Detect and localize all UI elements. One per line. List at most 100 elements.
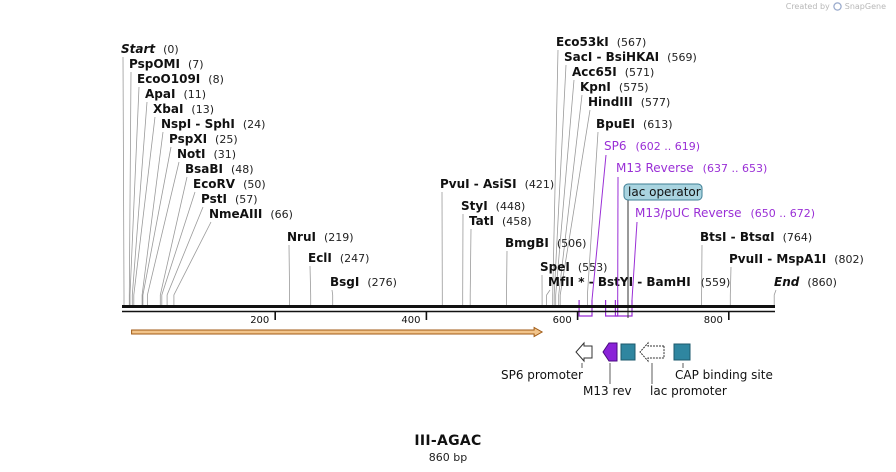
leader-line-bpuei	[587, 131, 599, 305]
sequence-map: Start(0)PspOMI(7)EcoO109I(8)ApaI(11)XbaI…	[121, 35, 864, 398]
leader-line-apai	[131, 101, 148, 305]
enzyme-position-nmeaiii: (66)	[270, 208, 293, 221]
enzyme-label-spei: SpeI	[540, 260, 570, 274]
enzyme-position-pspomi: (7)	[188, 58, 204, 71]
leader-line-nmeaiii	[173, 221, 212, 305]
enzyme-label-apai: ApaI	[145, 87, 175, 101]
enzyme-position-ecli: (247)	[340, 252, 370, 265]
primer-label-m13-puc-reverse: M13/pUC Reverse	[635, 206, 742, 220]
leader-line-eco53ki	[552, 49, 559, 305]
leader-line-start	[122, 56, 125, 305]
enzyme-position-xbai: (13)	[191, 103, 214, 116]
credit-brand: SnapGene	[844, 2, 886, 11]
leader-line-pvuii-mspa1i	[729, 266, 732, 305]
enzyme-label-saci-bsihkai: SacI - BsiHKAI	[564, 50, 659, 64]
leader-line-bsgi	[331, 289, 334, 305]
enzyme-position-mfii-bstyi-bamhi: (559)	[701, 276, 731, 289]
orf-arrow-shape	[131, 326, 544, 338]
lac-promoter-shape	[639, 341, 665, 363]
sp6-promoter-shape	[575, 341, 593, 363]
enzyme-position-noti: (31)	[214, 148, 237, 161]
dna-backbone	[122, 305, 775, 313]
primer-position-m13-reverse: (637 .. 653)	[703, 162, 768, 175]
leader-line-ecli	[309, 265, 312, 305]
enzyme-position-nspi-sphi: (24)	[243, 118, 266, 131]
enzyme-position-end: (860)	[807, 276, 837, 289]
enzyme-position-psti: (57)	[235, 193, 258, 206]
credit-text: Created by	[785, 2, 830, 11]
enzyme-position-ecorv: (50)	[243, 178, 266, 191]
enzyme-label-hindiii: HindIII	[588, 95, 633, 109]
leader-line-xbai	[133, 116, 156, 305]
enzyme-label-tati: TatI	[469, 214, 494, 228]
enzyme-label-styi: StyI	[461, 199, 488, 213]
plasmid-length: 860 bp	[428, 451, 468, 464]
enzyme-label-btsi-bts-i: BtsI - BtsαI	[700, 230, 775, 244]
lac-operator-box	[623, 183, 703, 201]
enzyme-label-start: Start	[121, 42, 156, 56]
enzyme-label-ecoo109i: EcoO109I	[137, 72, 200, 86]
plasmid-name: III-AGAC	[414, 433, 482, 449]
leader-line-acc65i	[555, 79, 575, 305]
leader-line-nrui	[288, 244, 290, 305]
ruler-label-800: 800	[704, 315, 723, 326]
enzyme-leader-lines	[122, 49, 777, 305]
enzyme-position-pvui-asisi: (421)	[525, 178, 555, 191]
primer-leader-m13-puc-reverse	[631, 221, 638, 301]
leader-line-end	[773, 289, 777, 305]
enzyme-position-eco53ki: (567)	[617, 36, 647, 49]
leader-line-pspomi	[128, 71, 132, 305]
primer-position-m13-puc-reverse: (650 .. 672)	[751, 207, 816, 220]
enzyme-label-bmgbi: BmgBI	[505, 236, 549, 250]
enzyme-label-mfii-bstyi-bamhi: MfII * - BstYI - BamHI	[548, 275, 691, 289]
leader-line-saci-bsihkai	[553, 64, 567, 305]
enzyme-label-bsabi: BsaBI	[185, 162, 223, 176]
enzyme-label-nrui: NruI	[287, 230, 316, 244]
leader-line-kpni	[558, 94, 583, 305]
enzyme-position-start: (0)	[163, 43, 179, 56]
enzyme-label-bpuei: BpuEI	[596, 117, 635, 131]
enzyme-label-ecorv: EcoRV	[193, 177, 236, 191]
snapgene-credit: Created by SnapGene	[786, 2, 886, 11]
enzyme-label-kpni: KpnI	[580, 80, 611, 94]
enzyme-position-tati: (458)	[502, 215, 532, 228]
m13-rev-label: M13 rev	[583, 384, 632, 398]
enzyme-label-ecli: EclI	[308, 251, 332, 265]
snapgene-logo-icon	[833, 2, 842, 11]
enzyme-position-bmgbi: (506)	[557, 237, 587, 250]
enzyme-label-nmeaiii: NmeAIII	[209, 207, 262, 221]
enzyme-position-apai: (11)	[183, 88, 206, 101]
enzyme-position-nrui: (219)	[324, 231, 354, 244]
lac-promoter-label: lac promoter	[650, 384, 727, 398]
leader-line-ecorv	[161, 191, 196, 305]
leader-line-hindiii	[559, 109, 591, 305]
enzyme-position-hindiii: (577)	[641, 96, 671, 109]
cap-binding-site-label: CAP binding site	[675, 368, 773, 382]
primer-leader-sp6	[591, 154, 607, 301]
enzyme-label-pspxi: PspXI	[169, 132, 207, 146]
primer-annotations: SP6(602 .. 619)M13 Reverse(637 .. 653)M1…	[578, 139, 816, 318]
leader-line-pspxi	[142, 146, 172, 305]
ruler-label-200: 200	[250, 315, 269, 326]
enzyme-labels: Start(0)PspOMI(7)EcoO109I(8)ApaI(11)XbaI…	[121, 35, 864, 289]
leader-line-mfii-bstyi-bamhi	[546, 289, 551, 305]
primer-position-sp6: (602 .. 619)	[636, 140, 701, 153]
enzyme-label-xbai: XbaI	[153, 102, 183, 116]
leader-line-noti	[147, 161, 180, 305]
enzyme-position-acc65i: (571)	[625, 66, 655, 79]
orf-arrow	[131, 326, 544, 338]
leader-line-bsabi	[159, 176, 188, 305]
leader-line-tati	[469, 228, 472, 305]
ruler-label-400: 400	[401, 315, 420, 326]
enzyme-label-pvuii-mspa1i: PvuII - MspA1I	[729, 252, 826, 266]
enzyme-position-bpuei: (613)	[643, 118, 673, 131]
enzyme-position-spei: (553)	[578, 261, 608, 274]
m13-rev-shape	[602, 342, 618, 362]
plasmid-title-block: III-AGAC 860 bp	[0, 433, 896, 464]
leader-line-nspi-sphi	[141, 131, 164, 305]
enzyme-position-bsabi: (48)	[231, 163, 254, 176]
enzyme-position-pvuii-mspa1i: (802)	[834, 253, 864, 266]
enzyme-label-noti: NotI	[177, 147, 206, 161]
enzyme-position-ecoo109i: (8)	[208, 73, 224, 86]
